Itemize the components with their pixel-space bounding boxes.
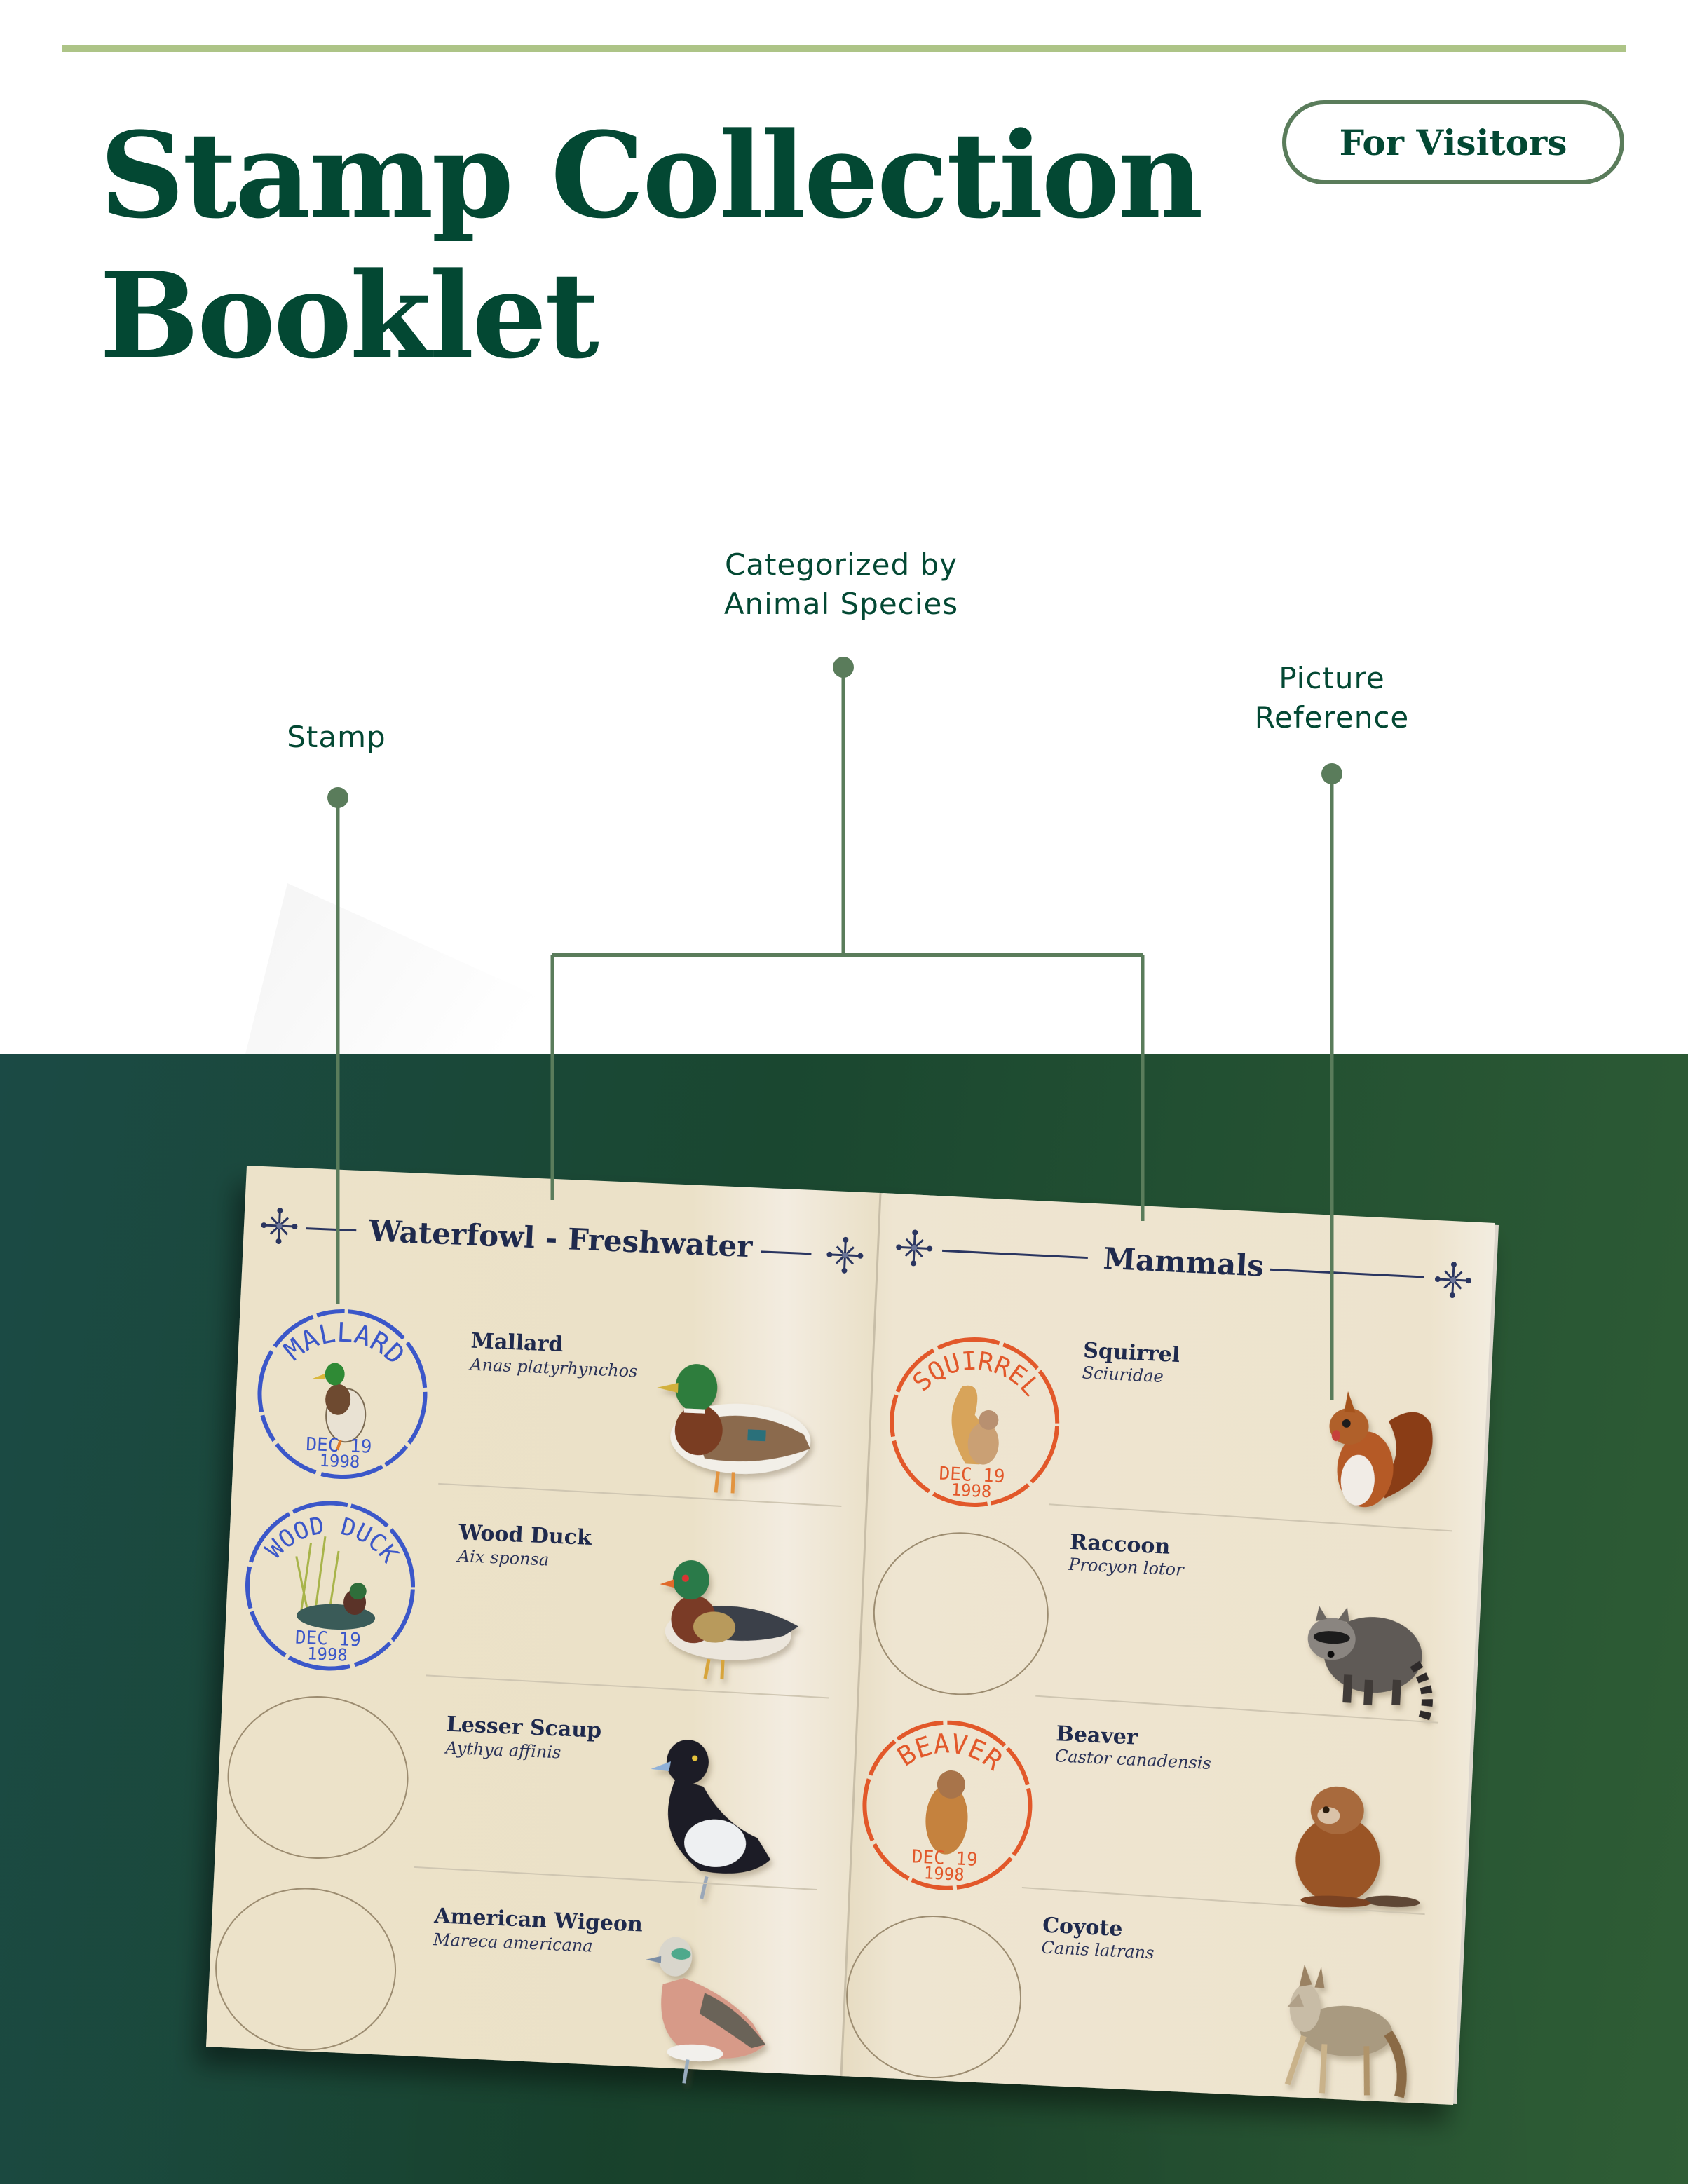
empty-stamp-slot[interactable] bbox=[870, 1529, 1051, 1698]
entry-american-wigeon: American Wigeon Mareca americana bbox=[212, 1885, 766, 2084]
title-line-1: Stamp Collection bbox=[100, 106, 1204, 245]
species-name: Wood Duck bbox=[458, 1520, 593, 1550]
page-title: Stamp Collection Booklet bbox=[100, 105, 1204, 385]
callout-connectors bbox=[336, 667, 1334, 1400]
callout-dots bbox=[327, 657, 1342, 808]
callout-label-stamp: Stamp bbox=[287, 720, 386, 754]
species-scientific-name: Aix sponsa bbox=[456, 1546, 549, 1570]
booklet-spine bbox=[840, 1192, 882, 2077]
entry-beaver: BEAVER DEC 19 1998 Beaver Castor canaden… bbox=[862, 1720, 1425, 1916]
callout-dot-category bbox=[833, 657, 854, 678]
callout-picture-line-1: Picture bbox=[1279, 661, 1385, 695]
svg-text:DEC 19: DEC 19 bbox=[294, 1627, 361, 1651]
svg-text:1998: 1998 bbox=[923, 1863, 965, 1885]
entry-wood-duck: WOOD DUCK DEC 19 1998 Wood Duck Aix spon… bbox=[245, 1501, 829, 1699]
callout-category-line-1: Categorized by bbox=[724, 547, 958, 582]
entry-coyote: Coyote Canis latrans bbox=[843, 1912, 1407, 2098]
for-visitors-badge[interactable]: For Visitors bbox=[1282, 100, 1624, 184]
entry-raccoon: Raccoon Procyon lotor bbox=[870, 1529, 1439, 1724]
callout-label-picture-reference: Picture Reference bbox=[1206, 659, 1458, 737]
svg-text:DEC 19: DEC 19 bbox=[911, 1846, 978, 1871]
svg-text:DEC 19: DEC 19 bbox=[306, 1434, 372, 1458]
svg-text:DEC 19: DEC 19 bbox=[939, 1463, 1005, 1488]
top-accent-rule bbox=[62, 45, 1626, 52]
right-page-content: Mammals SQUIRREL DEC 19 1998 Squirrel Sc… bbox=[843, 1227, 1473, 2098]
picture-wood-duck bbox=[660, 1560, 799, 1680]
picture-lesser-scaup bbox=[651, 1740, 771, 1899]
callout-dot-stamp bbox=[327, 787, 348, 808]
stamp-beaver-icon bbox=[925, 1770, 968, 1855]
empty-stamp-slot[interactable] bbox=[212, 1885, 398, 2054]
species-name: Beaver bbox=[1056, 1721, 1139, 1750]
picture-beaver bbox=[1295, 1786, 1420, 1908]
callout-dot-picture bbox=[1321, 763, 1342, 784]
callout-picture-line-2: Reference bbox=[1254, 700, 1410, 735]
callout-label-category: Categorized by Animal Species bbox=[673, 545, 1009, 624]
picture-mallard bbox=[657, 1364, 811, 1494]
species-name: Coyote bbox=[1042, 1913, 1123, 1942]
svg-text:1998: 1998 bbox=[951, 1480, 992, 1501]
stamp-mallard-duck-icon bbox=[312, 1363, 367, 1451]
picture-raccoon bbox=[1307, 1606, 1433, 1723]
picture-squirrel bbox=[1329, 1391, 1433, 1508]
empty-stamp-slot[interactable] bbox=[843, 1912, 1025, 2082]
empty-stamp-slot[interactable] bbox=[225, 1693, 411, 1862]
species-name: Mallard bbox=[470, 1329, 564, 1357]
stamp-squirrel-icon bbox=[951, 1385, 999, 1465]
picture-american-wigeon bbox=[646, 1937, 766, 2084]
svg-text:1998: 1998 bbox=[319, 1451, 360, 1472]
species-scientific-name: Aythya affinis bbox=[444, 1738, 561, 1763]
species-name: Squirrel bbox=[1083, 1338, 1180, 1367]
callout-category-line-2: Animal Species bbox=[723, 587, 959, 621]
stamp-wood-duck-reeds-icon bbox=[295, 1536, 376, 1630]
species-name: Raccoon bbox=[1069, 1530, 1171, 1559]
svg-text:1998: 1998 bbox=[306, 1644, 348, 1665]
species-scientific-name: Sciuridae bbox=[1082, 1363, 1164, 1386]
picture-coyote bbox=[1284, 1964, 1407, 2098]
right-page-category-title: Mammals bbox=[1103, 1241, 1265, 1283]
booklet bbox=[206, 1166, 1499, 2105]
entry-lesser-scaup: Lesser Scaup Aythya affinis bbox=[225, 1693, 817, 1899]
title-line-2: Booklet bbox=[100, 246, 599, 385]
